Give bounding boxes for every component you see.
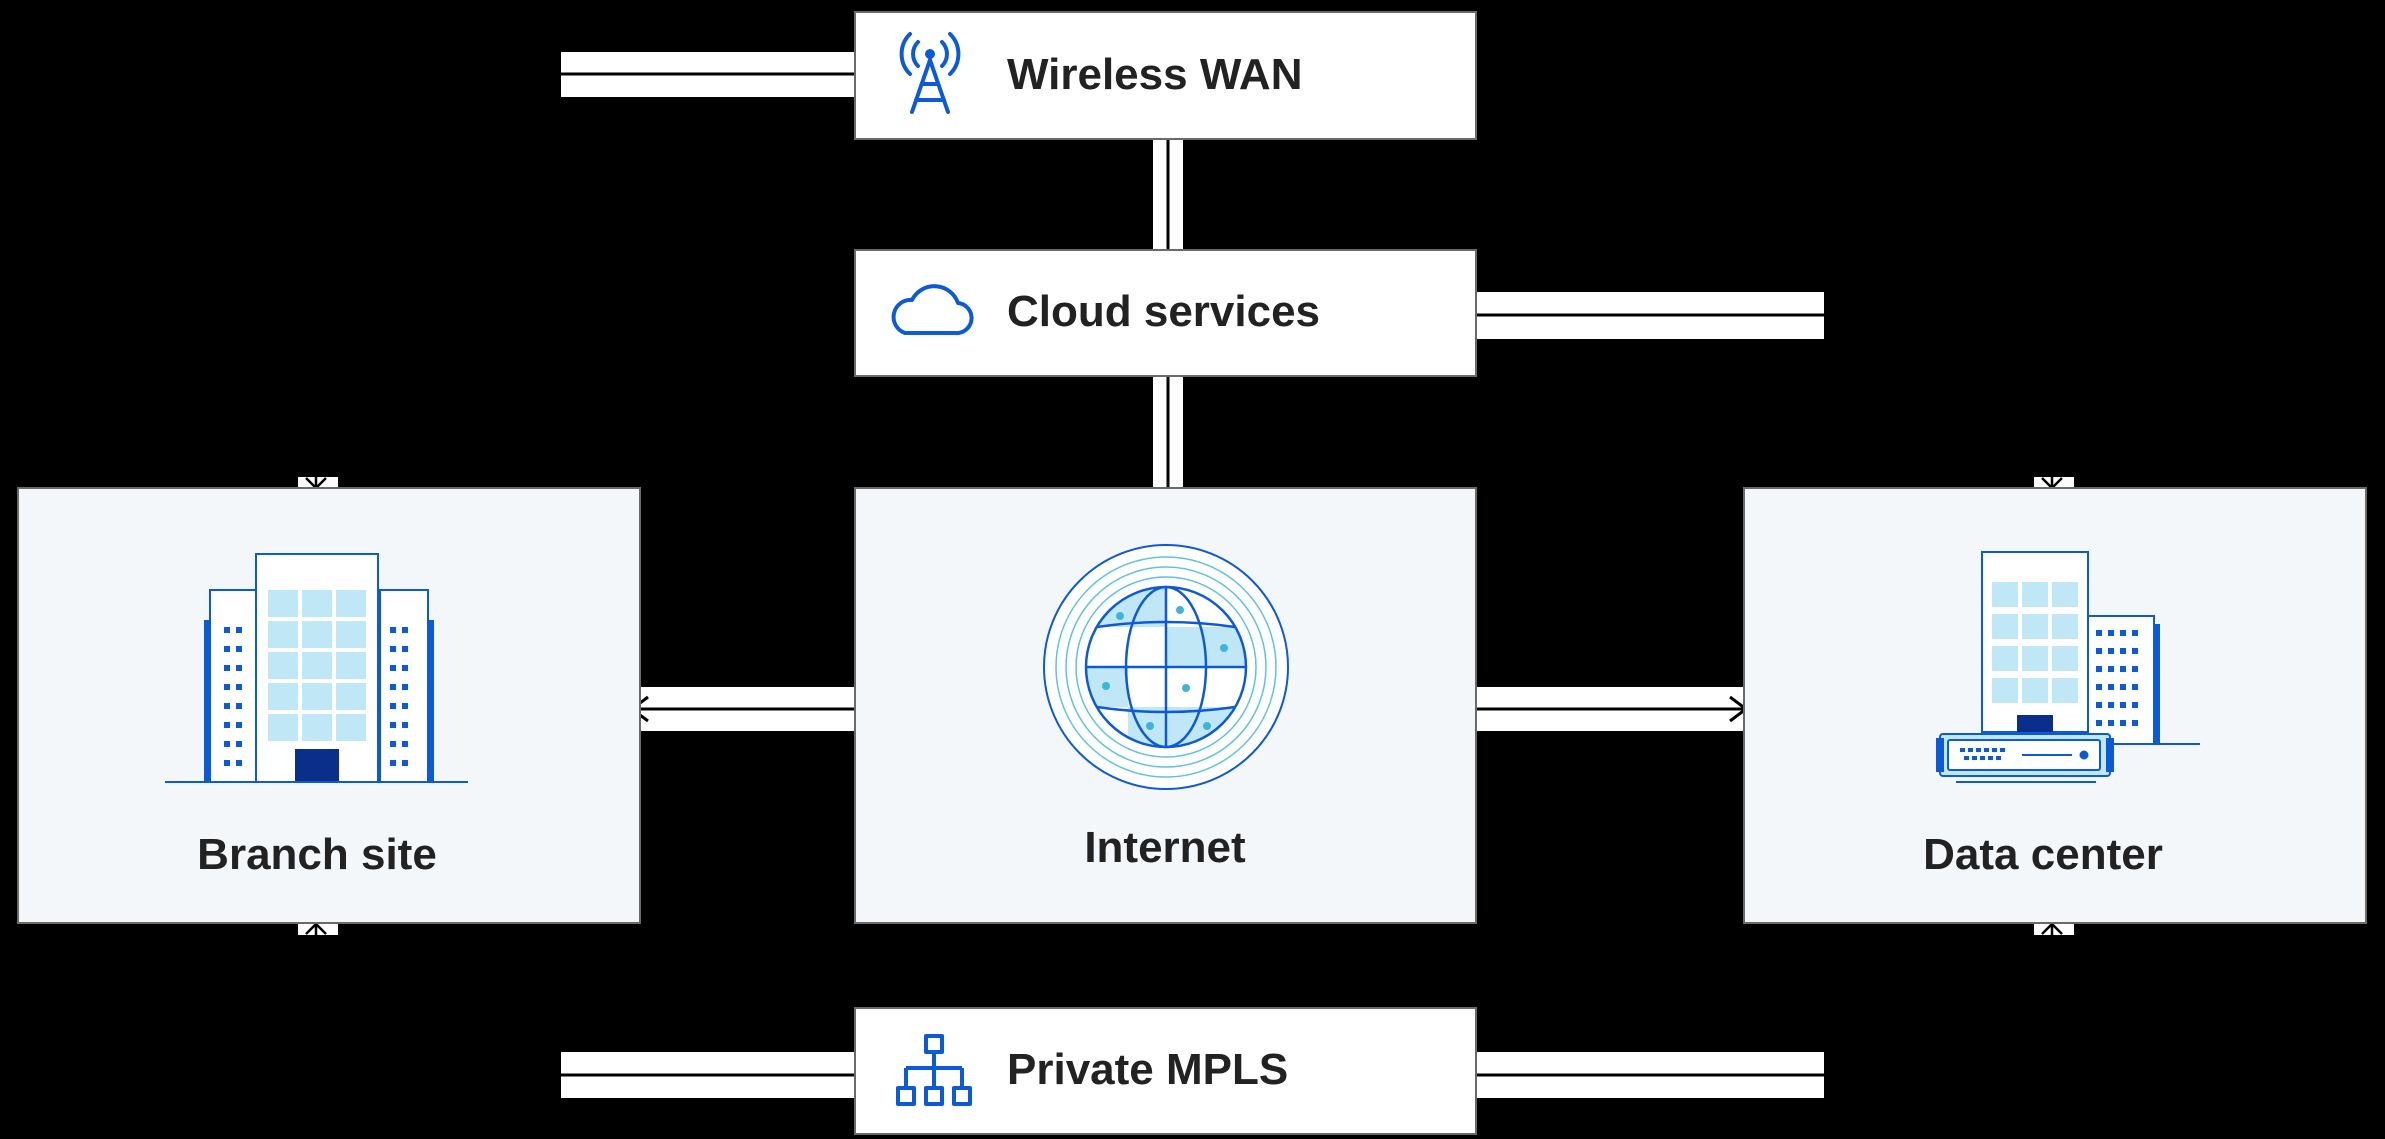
connector-branch-bottom-stub	[298, 922, 338, 935]
node-branch-site: Branch site	[17, 487, 641, 924]
branch-site-label: Branch site	[197, 830, 437, 879]
cloud-services-label: Cloud services	[1007, 287, 1320, 336]
connector-mpls-right	[1474, 1052, 1824, 1098]
globe-icon	[1043, 544, 1289, 790]
connector-cloud-to-internet	[1153, 374, 1183, 488]
wireless-wan-label: Wireless WAN	[1007, 50, 1302, 99]
connector-internet-to-datacenter	[1474, 687, 1749, 731]
node-internet: Internet	[854, 487, 1477, 924]
connector-internet-to-branch	[629, 687, 856, 731]
connector-cloud-right	[1474, 292, 1824, 339]
connector-wireless-to-cloud	[1153, 137, 1183, 252]
internet-label: Internet	[1084, 823, 1246, 872]
connectors	[298, 52, 2074, 1098]
connector-mpls-left	[561, 1052, 856, 1098]
office-building-icon	[165, 553, 468, 783]
cloud-icon	[891, 284, 974, 336]
cell-tower-icon	[899, 32, 961, 114]
node-cloud-services: Cloud services	[854, 249, 1477, 377]
data-center-icon	[1936, 551, 2200, 783]
node-private-mpls: Private MPLS	[854, 1007, 1477, 1135]
node-data-center: Data center	[1743, 487, 2367, 924]
connector-wireless-wan-left	[561, 52, 856, 97]
data-center-label: Data center	[1923, 830, 2163, 879]
network-hierarchy-icon	[896, 1034, 972, 1106]
private-mpls-label: Private MPLS	[1007, 1045, 1288, 1094]
node-wireless-wan: Wireless WAN	[854, 11, 1477, 140]
